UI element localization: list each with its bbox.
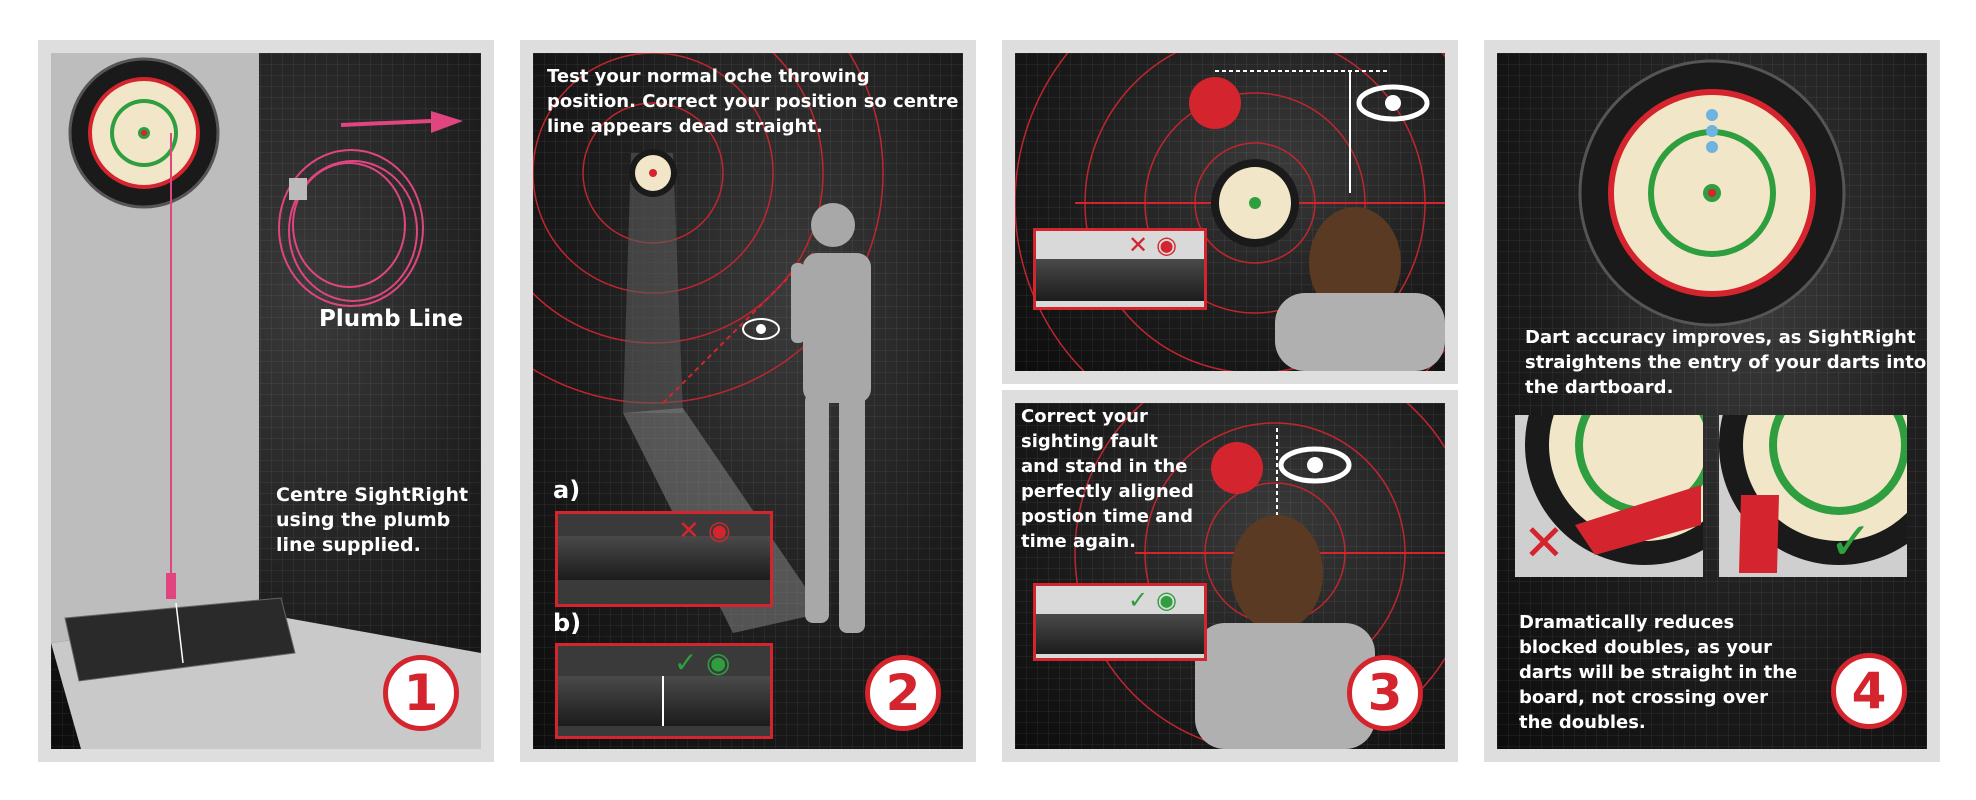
eye-icon: ◉ [1156,231,1177,259]
panel-2: Test your normal oche throwing position.… [520,40,976,762]
mat-icon [558,536,770,580]
aligned-inset: ✓ ◉ [1033,583,1207,661]
mat-icon [1036,614,1204,654]
plumb-line-label: Plumb Line [319,306,464,332]
step-number: 3 [1347,655,1423,731]
dart-icon [340,111,463,133]
panel-1-illustration [51,53,481,749]
check-icon: ✓ [1829,512,1873,572]
panel-1-caption-line: line supplied. [276,534,421,556]
dart-icon [1706,109,1718,153]
panel-4-caption-top-line: straightens the entry of your darts into [1525,352,1927,373]
panel-3-bottom-scene: Correct your sighting fault and stand in… [1015,403,1445,749]
panel-3-caption-line: time again. [1021,531,1137,552]
panel-1-caption-line: using the plumb [276,509,451,531]
panel-3-caption-line: postion time and [1021,506,1194,527]
eye-icon: ◉ [1156,586,1177,614]
plumb-weight [166,573,176,599]
mat-icon [558,676,770,726]
option-b-label: b) [553,609,582,637]
step-number: 1 [383,655,459,731]
panel-4-illustration [1578,59,1846,327]
panel-3-top: ✕ ◉ [1002,40,1458,384]
panel-3-caption-line: Correct your [1021,406,1148,427]
blocked-doubles-inset: ✕ [1515,415,1703,577]
eye-icon: ◉ [706,646,731,679]
panel-2-scene: Test your normal oche throwing position.… [533,53,963,749]
panel-3-caption-line: perfectly aligned [1021,481,1194,502]
panel-1: Plumb Line Centre SightRight using the p… [38,40,494,762]
panel-4-caption-bottom-line: board, not crossing over [1519,687,1768,708]
dartboard-icon [1211,159,1299,247]
dartboard-icon [1578,59,1846,327]
panel-1-caption-line: Centre SightRight [276,484,469,506]
panel-4-caption-bottom-line: the doubles. [1519,712,1646,733]
panel-4-scene: Dart accuracy improves, as SightRight st… [1497,53,1927,749]
panel-1-scene: Plumb Line Centre SightRight using the p… [51,53,481,749]
sighting-fault-inset: ✕ ◉ [1033,228,1207,310]
panel-2-caption-line: Test your normal oche throwing [547,66,870,87]
panel-4-caption-top-line: Dart accuracy improves, as SightRight [1525,327,1916,348]
plumb-line-icon [278,149,424,307]
panel-3-top-scene: ✕ ◉ [1015,53,1445,371]
cross-icon: ✕ [1128,231,1149,259]
panel-2-caption-line: position. Correct your position so centr… [547,91,959,112]
dartboard-icon [629,149,677,197]
eye-icon [742,318,780,340]
dartboard-icon [68,57,220,209]
person-icon [1195,515,1375,749]
check-icon: ✓ [1128,586,1149,614]
option-a-inset: ✕ ◉ [555,511,773,607]
panel-3-top-illustration [1015,53,1445,371]
wall [51,53,259,643]
eye-icon [1278,446,1352,484]
panel-4-caption-bottom-line: Dramatically reduces [1519,612,1735,633]
eye-icon [1356,84,1430,122]
panel-4-caption-bottom-line: darts will be straight in the [1519,662,1798,683]
dartboard-icon [1189,77,1241,129]
cross-icon: ✕ [678,516,700,546]
panel-4-caption-bottom-line: blocked doubles, as your [1519,637,1773,658]
panel-3-bottom: Correct your sighting fault and stand in… [1002,390,1458,762]
panel-4: Dart accuracy improves, as SightRight st… [1484,40,1940,762]
person-icon [791,203,871,633]
step-number: 4 [1831,653,1907,729]
mat-icon [1036,259,1204,301]
dartboard-icon [1211,442,1263,494]
cross-icon: ✕ [1523,514,1565,572]
panel-4-caption-top-line: the dartboard. [1525,377,1674,398]
panel-3-caption-line: sighting fault [1021,431,1158,452]
option-a-label: a) [553,476,581,504]
straight-darts-inset: ✓ [1719,415,1907,577]
panel-3-bottom-illustration [1074,403,1445,749]
eye-icon: ◉ [708,516,731,546]
option-b-inset: ✓ ◉ [555,643,773,739]
person-icon [1275,207,1445,371]
panel-2-caption-line: line appears dead straight. [547,116,823,137]
panel-3-caption-line: and stand in the [1021,456,1188,477]
check-icon: ✓ [674,646,698,679]
step-number: 2 [865,655,941,731]
